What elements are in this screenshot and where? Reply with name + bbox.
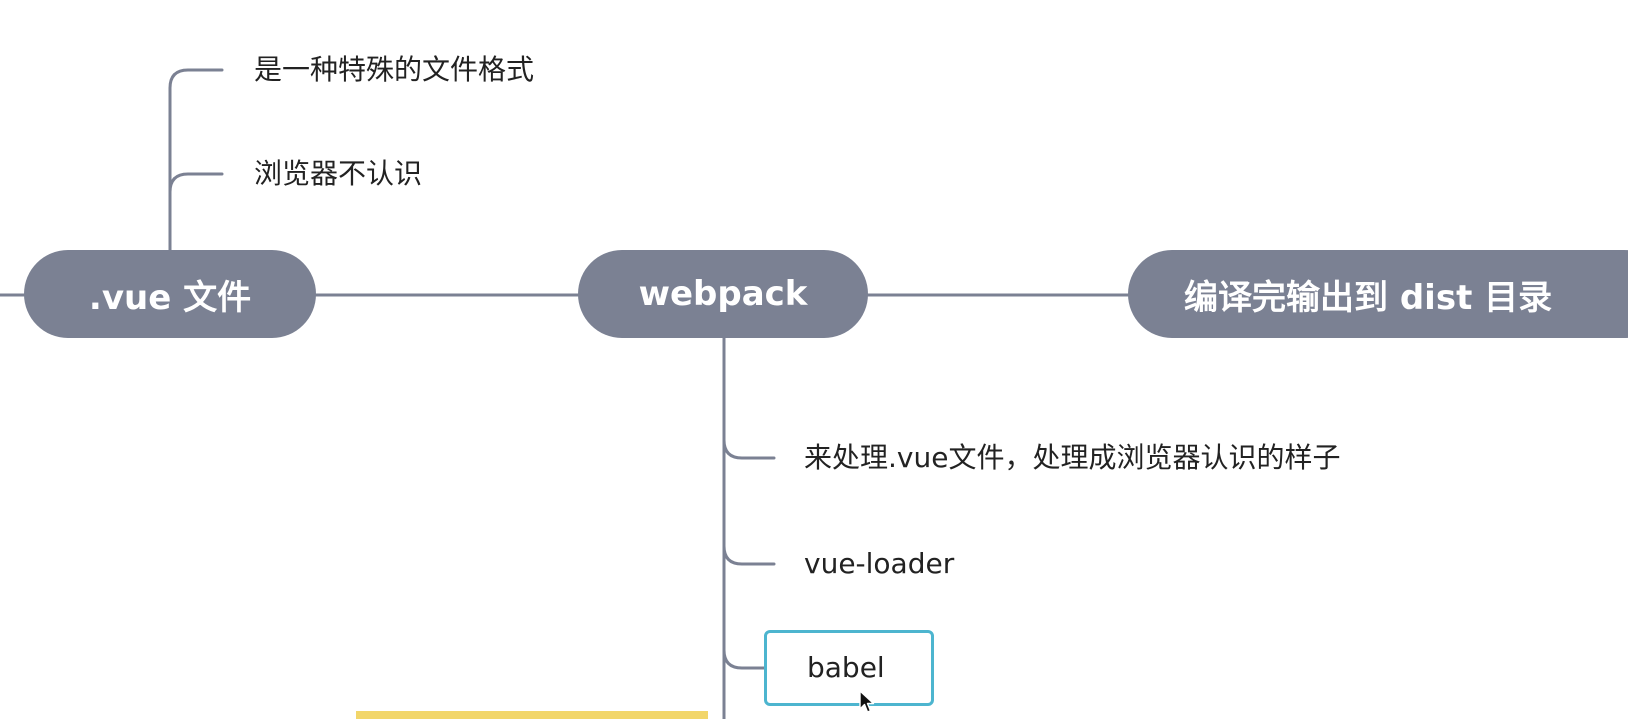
- connector-vue-child-2: [168, 172, 224, 194]
- connector-vue-child-1: [168, 68, 224, 252]
- connector-webpack-child-3: [722, 648, 766, 670]
- node-dist-output[interactable]: 编译完输出到 dist 目录: [1128, 250, 1628, 338]
- babel-label: babel: [807, 651, 885, 684]
- webpack-child-babel-selected[interactable]: babel: [764, 630, 934, 706]
- node-vue-file[interactable]: .vue 文件: [24, 250, 316, 338]
- mouse-pointer-icon: [859, 690, 875, 713]
- bottom-banner-strip: [356, 711, 708, 719]
- vue-child-special-format[interactable]: 是一种特殊的文件格式: [254, 53, 535, 86]
- webpack-child-vue-loader[interactable]: vue-loader: [804, 547, 955, 580]
- connector-webpack-child-2: [722, 544, 776, 566]
- vue-child-browser-unaware[interactable]: 浏览器不认识: [254, 157, 423, 190]
- node-webpack[interactable]: webpack: [578, 250, 868, 338]
- webpack-child-process[interactable]: 来处理.vue文件，处理成浏览器认识的样子: [804, 441, 1341, 474]
- connector-webpack-child-1: [722, 438, 776, 460]
